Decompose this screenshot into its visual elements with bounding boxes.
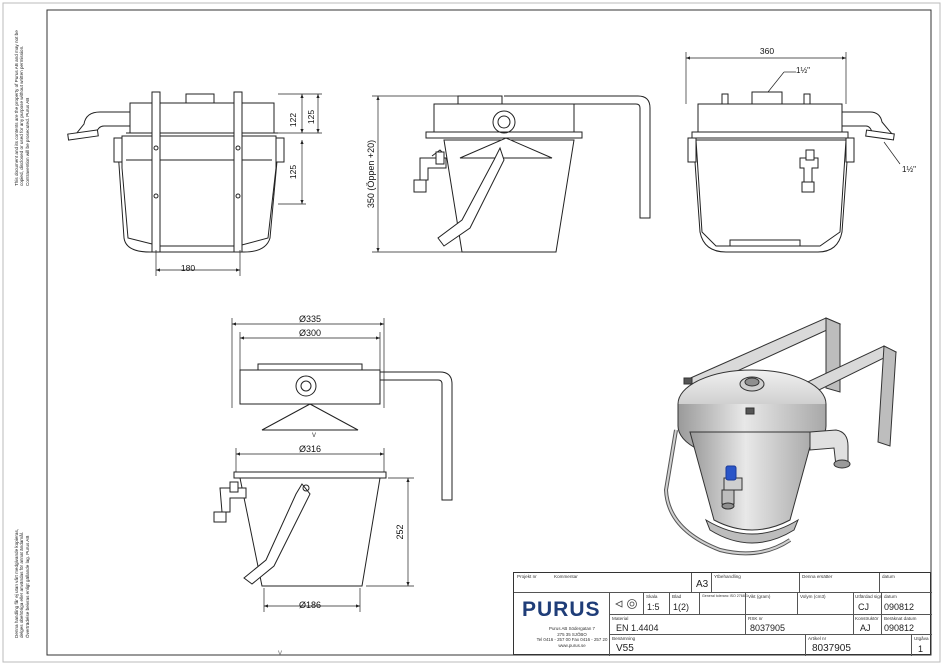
isometric-view	[663, 317, 898, 556]
tb-cell-rsk	[746, 615, 854, 635]
label-utgava: Utgåva	[914, 636, 929, 641]
tb-cell-volume	[798, 593, 854, 615]
address-line: Tel 0416 - 257 00 Fax 0416 - 257 20	[536, 637, 608, 643]
address-line: Purus AB Södergatan 7	[549, 626, 595, 631]
value-artikel-nr: 8037905	[812, 643, 851, 654]
tb-cell-comment	[514, 573, 692, 593]
exploded-view-dims	[231, 318, 414, 612]
label-datum-2: datum	[884, 594, 897, 599]
label-konstruktor: Konstruktör	[855, 616, 879, 621]
dim-125-bottom: 125	[288, 165, 298, 179]
tb-cell-date-2	[882, 615, 932, 635]
tb-cell-material	[610, 615, 746, 635]
value-konstruktor: AJ	[860, 623, 871, 633]
tb-cell-article	[806, 635, 912, 656]
purus-logo: PURUS	[522, 598, 601, 621]
label-utfardad-sign: Utfärdad sign	[855, 594, 883, 599]
dim-350: 350 (Öppen +20)	[366, 140, 376, 208]
copyright-line: Överträdelse beivras enligt gällande lag…	[24, 535, 30, 638]
value-datum-1: 090812	[884, 602, 915, 612]
tb-cell-tolerance	[700, 593, 746, 615]
tb-logo-area	[514, 593, 610, 656]
side-view-dims	[372, 95, 462, 253]
exploded-view	[213, 363, 453, 587]
value-datum-2: 090812	[884, 623, 915, 633]
end-view-dims	[685, 52, 901, 165]
tb-cell-name	[610, 635, 806, 656]
value-material: EN 1.4404	[616, 623, 659, 633]
value-skala: 1:5	[647, 602, 660, 612]
small-v-mark: v	[312, 430, 316, 439]
copyright-note-top: This document and its contents are the p…	[14, 30, 30, 186]
tb-cell-replaces	[800, 573, 880, 593]
projection-symbol-icon	[615, 599, 637, 609]
copyright-note-bottom: Denna handling får ej utan vårt medgivan…	[14, 529, 30, 638]
label-material: Material	[612, 616, 629, 621]
value-utgava: 1	[918, 644, 924, 654]
view-mark-a: v	[278, 648, 282, 657]
label-general-tolerance: General toleranc ISO 2768-1	[702, 594, 748, 598]
front-view	[67, 91, 285, 253]
label-vikt: Vikt (gram)	[748, 594, 771, 599]
tb-cell-format	[692, 573, 712, 593]
label-berakn-datum: Beräknat datum	[884, 616, 917, 621]
address-line: www.purus.se	[558, 642, 586, 648]
copyright-line: Contravention will be prosecuted. Purus …	[24, 97, 30, 186]
dim-d300: Ø300	[299, 328, 321, 338]
tb-cell-weight	[746, 593, 798, 615]
label-volym: Volym (cm3)	[800, 594, 826, 599]
label-projekt-nr: Projekt nr	[517, 574, 537, 579]
dim-d186: Ø186	[299, 600, 321, 610]
label-blad: Blad	[672, 594, 682, 599]
value-blad: 1(2)	[673, 602, 690, 612]
label-denna-ersatter: Denna ersätter	[802, 574, 833, 579]
dim-252: 252	[395, 524, 405, 539]
label-datum: datum	[882, 574, 895, 579]
tb-cell-designer	[854, 615, 882, 635]
label-skala: Skala	[646, 594, 658, 599]
label-artikel-nr: Artikel nr	[808, 636, 827, 641]
front-view-dims	[155, 93, 322, 276]
dim-d335: Ø335	[299, 314, 321, 324]
tb-cell-projection	[610, 593, 644, 615]
value-format: A3	[696, 579, 709, 590]
dim-360: 360	[760, 46, 774, 56]
dim-d316: Ø316	[299, 444, 321, 454]
value-benamning: V55	[616, 643, 634, 654]
company-address: Purus AB Södergatan 7 275 35 SJÖBO Tel 0…	[524, 626, 620, 648]
value-utfardad-sign: CJ	[858, 602, 869, 612]
tb-cell-date-top	[880, 573, 932, 593]
dim-122: 122	[288, 113, 298, 127]
side-view	[413, 95, 651, 253]
address-line: 275 35 SJÖBO	[557, 631, 587, 637]
thread-callout-side: 1½"	[902, 165, 916, 174]
dim-180: 180	[181, 263, 195, 273]
tb-cell-drawn	[854, 593, 882, 615]
thread-callout-top: 1½"	[796, 66, 810, 75]
tb-cell-surface	[712, 573, 800, 593]
label-kommentar: Kommentar	[554, 574, 578, 579]
value-rsk-nr: 8037905	[750, 623, 786, 633]
label-benamning: Benämning	[612, 636, 636, 641]
tb-cell-sheet	[670, 593, 700, 615]
title-block: Projekt nr Kommentar A3 Ytbehandling Den…	[513, 572, 932, 656]
drawing-border	[46, 9, 932, 656]
tb-cell-scale	[644, 593, 670, 615]
label-ytbehandling: Ytbehandling	[714, 574, 741, 579]
tb-cell-date-1	[882, 593, 932, 615]
label-rsk-nr: RSK nr	[748, 616, 763, 621]
end-view	[687, 91, 895, 253]
dim-125-top: 125	[306, 110, 316, 124]
